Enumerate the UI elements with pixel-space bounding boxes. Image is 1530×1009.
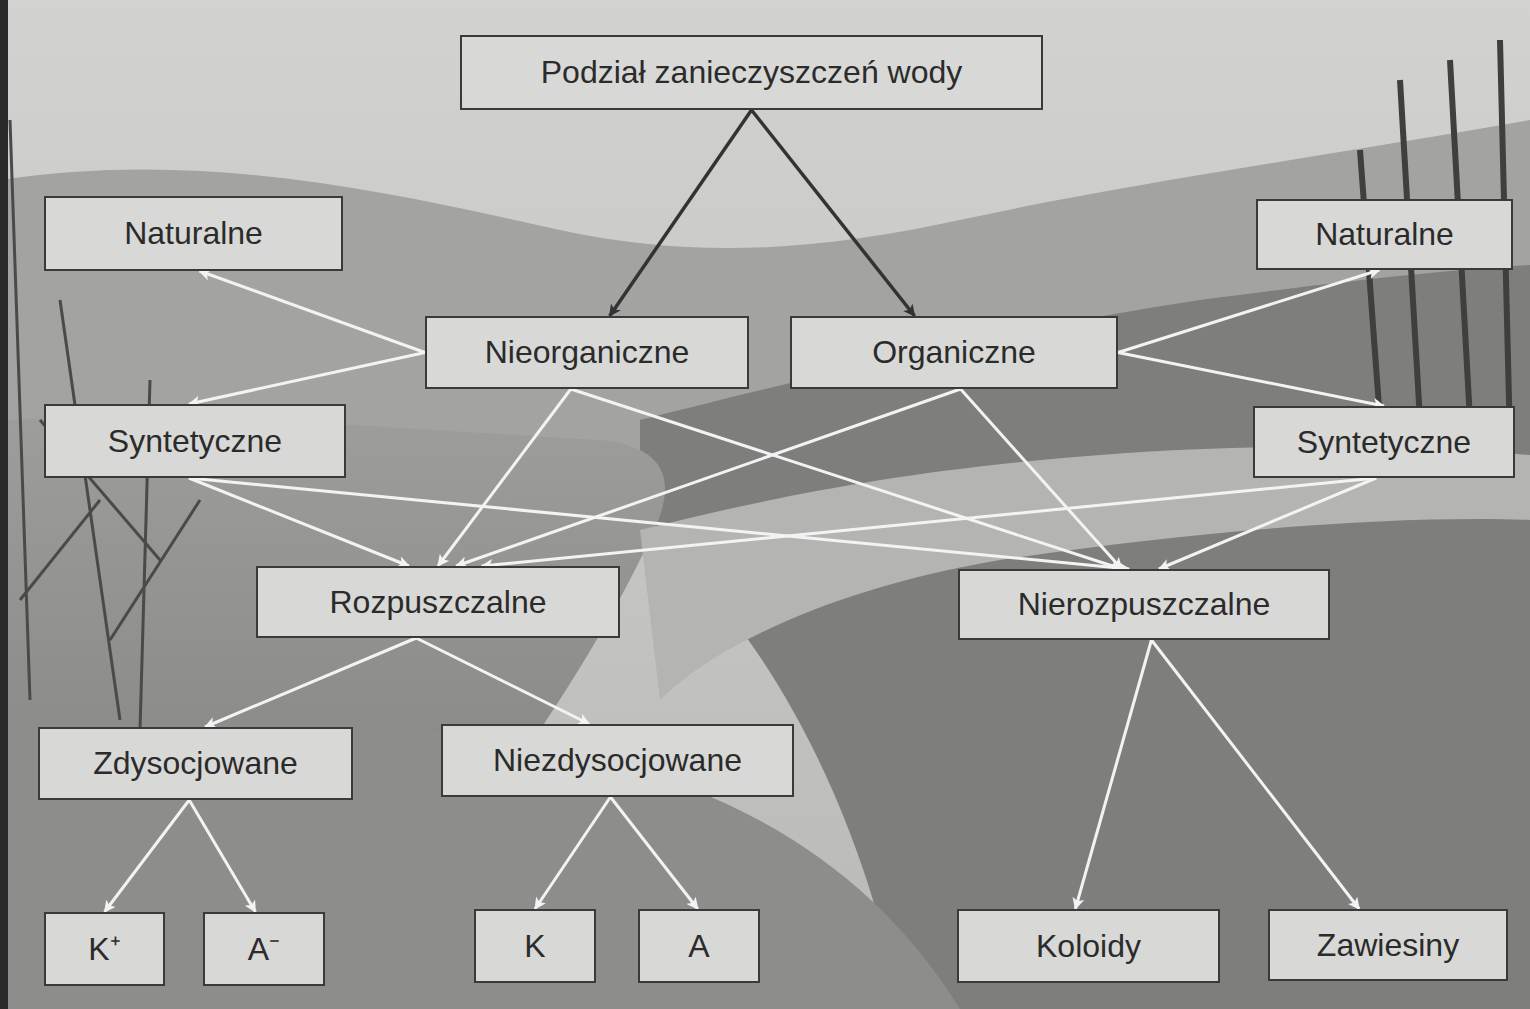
category-box: Podział zanieczyszczeń wody — [460, 35, 1043, 110]
frame-edge — [0, 0, 8, 1009]
category-box: Syntetyczne — [44, 404, 346, 478]
category-box: Niezdysocjowane — [441, 724, 794, 797]
box-label: Syntetyczne — [108, 423, 282, 460]
box-label: Koloidy — [1036, 928, 1141, 965]
category-box: A⁻ — [203, 912, 325, 986]
box-label: Rozpuszczalne — [330, 584, 547, 621]
box-label: Niezdysocjowane — [493, 742, 742, 779]
box-label: A — [688, 928, 709, 965]
arrow-connector — [189, 353, 425, 405]
arrow-connector — [752, 110, 915, 316]
box-label: K — [524, 928, 545, 965]
box-label: Podział zanieczyszczeń wody — [541, 54, 963, 91]
category-box: Nieorganiczne — [425, 316, 749, 389]
arrow-connector — [1151, 640, 1359, 909]
arrow-connector — [416, 638, 589, 724]
category-box: K⁺ — [44, 912, 165, 986]
arrow-connector — [610, 797, 697, 909]
arrow-connector — [1118, 353, 1384, 407]
category-box: K — [474, 909, 596, 983]
category-box: Syntetyczne — [1253, 406, 1515, 478]
arrow-connector — [189, 478, 1129, 569]
box-label: A⁻ — [248, 931, 280, 968]
box-label: Nieorganiczne — [485, 334, 690, 371]
category-box: Koloidy — [957, 909, 1220, 983]
category-box: Naturalne — [44, 196, 343, 271]
category-box: Naturalne — [1256, 199, 1513, 270]
foreground-slope — [0, 712, 960, 1009]
box-label: K⁺ — [88, 931, 120, 968]
category-box: Zdysocjowane — [38, 727, 353, 800]
box-label: Naturalne — [124, 215, 263, 252]
box-label: Naturalne — [1315, 216, 1454, 253]
arrow-connector — [456, 389, 960, 566]
arrow-connector — [189, 800, 255, 912]
arrow-connector — [1118, 270, 1379, 353]
arrow-connector — [1075, 640, 1151, 909]
category-box: Nierozpuszczalne — [958, 569, 1330, 640]
arrow-connector — [438, 389, 571, 566]
arrow-connector — [1159, 478, 1376, 569]
shore-band — [640, 447, 1530, 700]
arrow-connector — [189, 478, 409, 566]
box-label: Zawiesiny — [1317, 927, 1459, 964]
box-label: Nierozpuszczalne — [1018, 586, 1271, 623]
arrow-connector — [205, 638, 416, 727]
category-box: Organiczne — [790, 316, 1118, 389]
category-box: Rozpuszczalne — [256, 566, 620, 638]
arrow-connector — [535, 797, 610, 909]
box-label: Syntetyczne — [1297, 424, 1471, 461]
arrow-connector — [105, 800, 190, 912]
category-box: A — [638, 909, 760, 983]
arrow-connector — [482, 478, 1376, 566]
box-label: Organiczne — [872, 334, 1036, 371]
arrow-connector — [610, 110, 752, 316]
category-box: Zawiesiny — [1268, 909, 1508, 981]
box-label: Zdysocjowane — [93, 745, 298, 782]
arrow-connector — [199, 271, 425, 353]
arrow-connector — [961, 389, 1122, 569]
